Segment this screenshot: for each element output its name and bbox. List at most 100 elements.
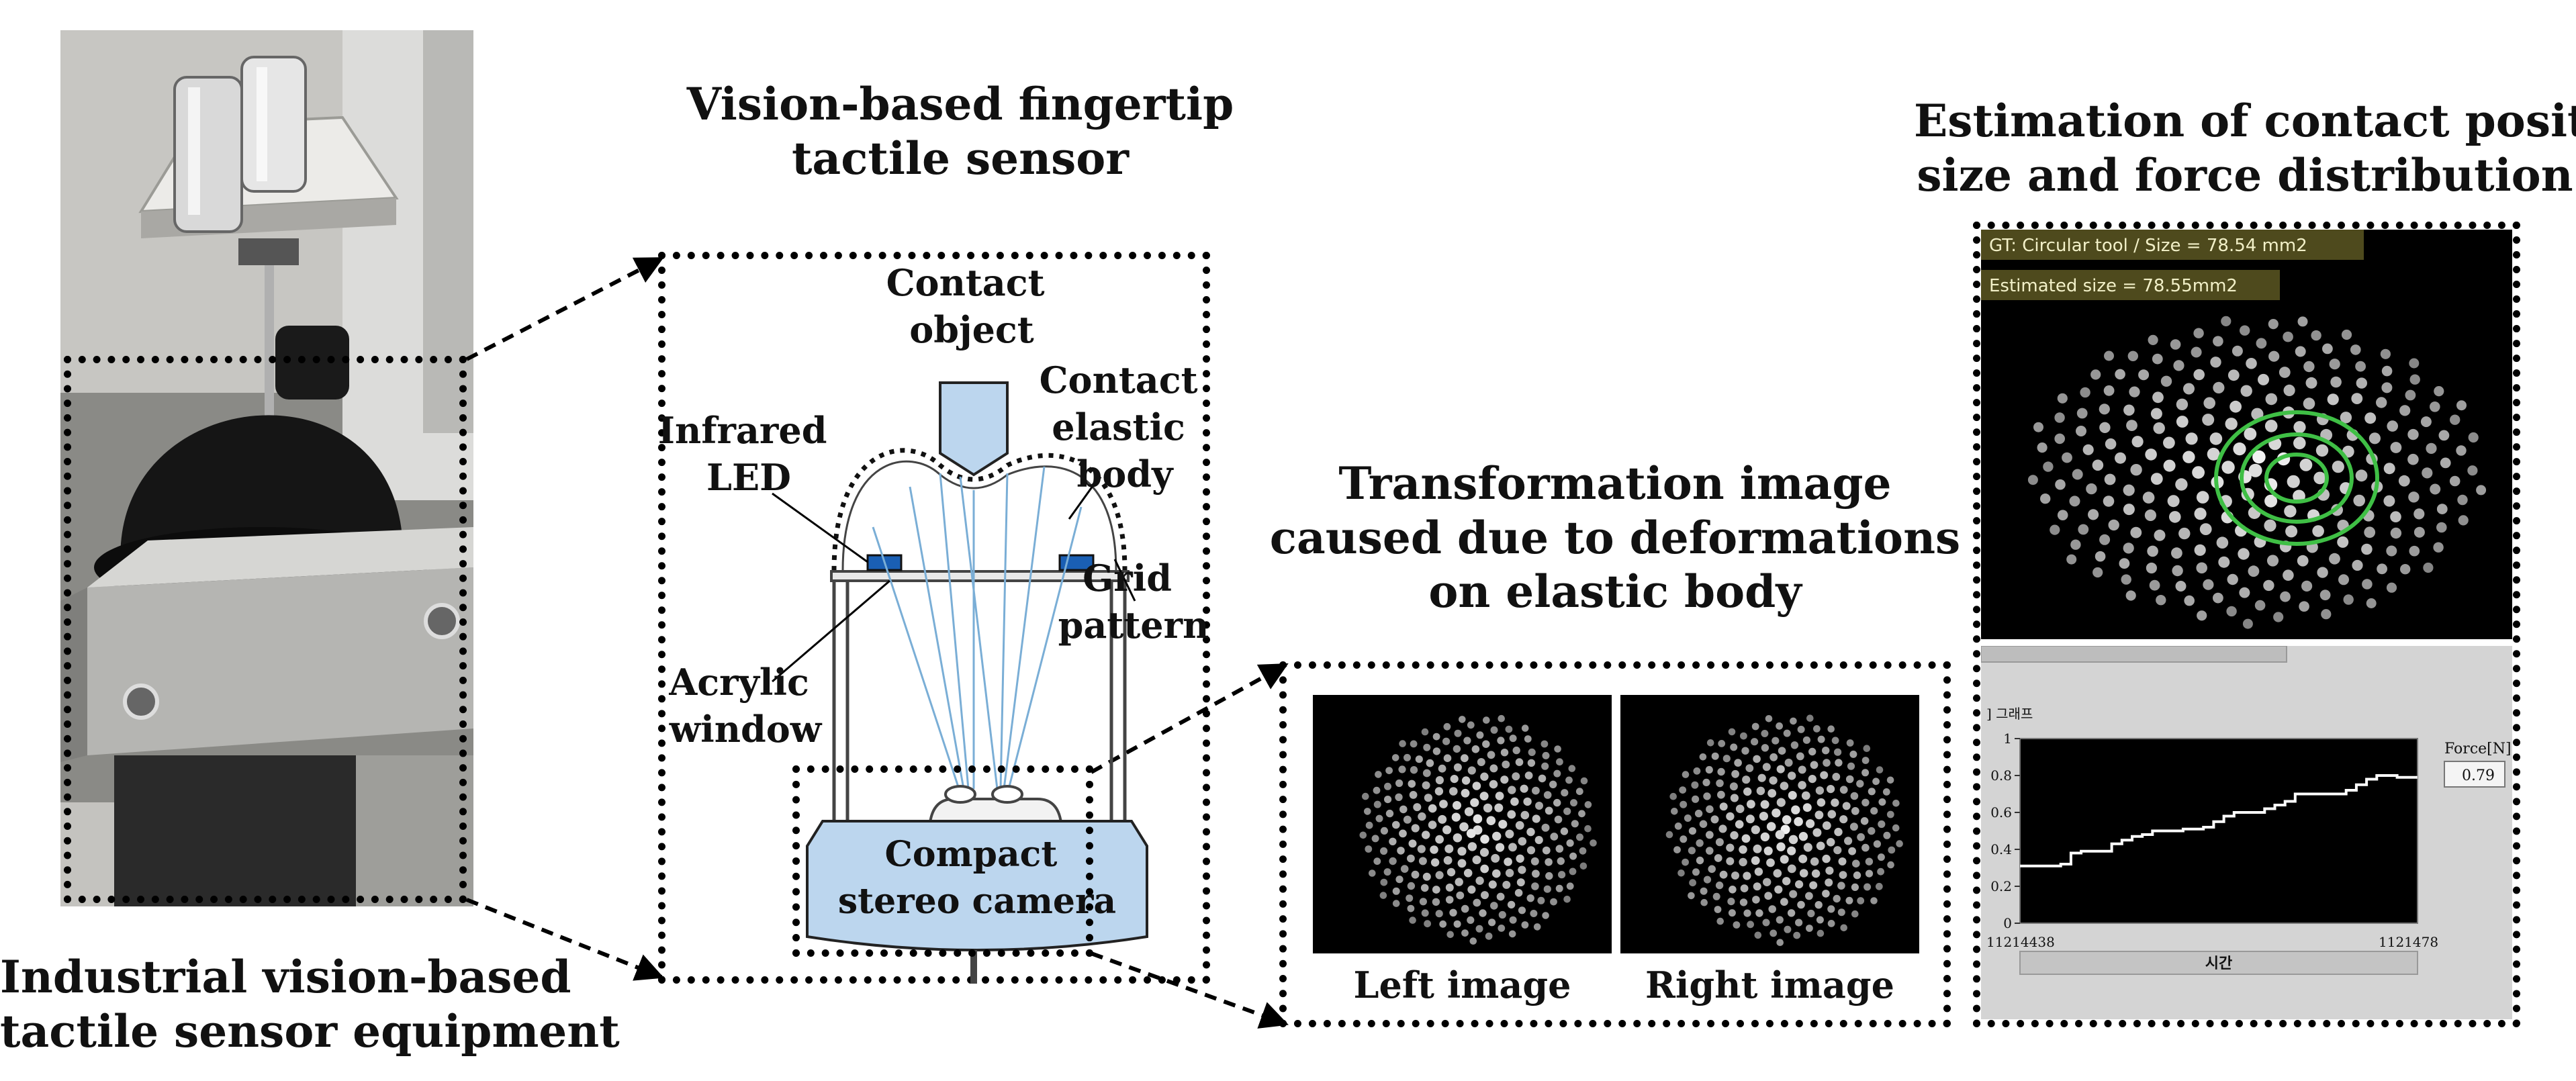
grid-dot (1489, 764, 1498, 773)
grid-dot (1838, 857, 1847, 865)
grid-dot (1806, 925, 1813, 932)
stereo-camera-lens-mount (928, 798, 1063, 824)
grid-dot (1756, 786, 1765, 796)
grid-dot (1443, 754, 1452, 762)
sensor-box (658, 252, 1210, 984)
grid-dot (2352, 559, 2363, 571)
grid-dot (1816, 841, 1825, 851)
grid-dot (1406, 894, 1414, 902)
grid-dot (2196, 491, 2209, 504)
grid-dot (1753, 844, 1762, 853)
grid-dot (2149, 579, 2160, 591)
grid-dot (1442, 737, 1451, 745)
grid-dot (1445, 883, 1454, 892)
grid-dot (1693, 767, 1701, 775)
grid-dot (2152, 353, 2163, 365)
grid-dot (1391, 754, 1399, 761)
grid-dot (1861, 757, 1870, 764)
force-series-line (2020, 774, 2418, 867)
grid-dot (1780, 898, 1788, 906)
contact-rings (2214, 410, 2379, 546)
grid-dot (1739, 857, 1747, 867)
grid-dot (1497, 737, 1505, 745)
grid-dot (2456, 445, 2467, 456)
grid-dot (1426, 759, 1434, 767)
grid-dot (1703, 876, 1712, 884)
grid-dot (1773, 869, 1782, 878)
grid-dot (2430, 402, 2440, 412)
contact-ring-3 (2214, 410, 2379, 546)
grid-dot (2440, 457, 2451, 469)
grid-dot (2319, 590, 2331, 601)
grid-dot (1385, 767, 1393, 774)
grid-dot (2193, 328, 2204, 338)
grid-dot (1528, 748, 1536, 756)
grid-dot (1450, 775, 1459, 784)
grid-dot (2251, 408, 2264, 420)
grid-dot (1563, 807, 1571, 815)
grid-dot (1526, 894, 1534, 902)
grid-dot (1861, 843, 1870, 852)
grid-dot (1837, 908, 1845, 916)
equipment-caption: Industrial vision-based tactile sensor e… (0, 950, 620, 1058)
grid-dot (2476, 485, 2487, 496)
grid-dot (2027, 475, 2038, 485)
grid-dot (1797, 900, 1805, 909)
grid-dot (1507, 900, 1516, 909)
grid-dot (1794, 816, 1803, 827)
grid-dot (1463, 869, 1473, 878)
grid-dot (2057, 510, 2068, 520)
grid-dot (2193, 369, 2205, 381)
grid-dot (1455, 878, 1463, 886)
grid-dot (1727, 898, 1735, 906)
grid-dot (2408, 491, 2420, 503)
grid-dot (1389, 857, 1397, 865)
grid-dot (1505, 869, 1514, 878)
y-axis-label: Force[N] (2444, 741, 2512, 757)
transform-caption-line-2: caused due to deformations (1269, 511, 1961, 564)
grid-dot (2163, 436, 2175, 449)
grid-dot (1680, 835, 1688, 843)
grid-dot (1475, 925, 1483, 933)
grid-dot (1740, 732, 1747, 740)
grid-dot (1870, 897, 1878, 904)
grid-dot (1521, 921, 1529, 929)
connector-camera-bottom (1090, 951, 1289, 1029)
grid-dot (1793, 931, 1801, 939)
grid-dot (1734, 759, 1742, 767)
grid-dot (1470, 798, 1479, 807)
grid-dot (1752, 896, 1760, 904)
grid-dot (1453, 763, 1462, 771)
grid-dot (1435, 910, 1443, 918)
grid-dot (1728, 909, 1736, 917)
grid-dot (1515, 820, 1524, 830)
label-acrylic-2: window (669, 708, 823, 751)
grid-dot (1486, 816, 1496, 825)
grid-dot (1833, 894, 1841, 903)
x-tick-start: 11214438 (1986, 934, 2055, 950)
grid-dot (2213, 592, 2223, 604)
grid-dot (2147, 545, 2158, 557)
grid-dot (1816, 916, 1824, 924)
grid-dot (1759, 812, 1768, 821)
grid-dot (1699, 753, 1707, 761)
grid-dot (2329, 359, 2340, 370)
grid-dot (2171, 547, 2182, 559)
right-image (1620, 695, 1919, 953)
grid-dot (1584, 825, 1592, 833)
y-tick-label: 0.4 (1990, 841, 2012, 857)
grid-dot (1491, 853, 1500, 863)
grid-dot (1798, 832, 1808, 841)
grid-dot (1767, 789, 1777, 798)
label-contact-object-2: object (909, 308, 1034, 351)
grid-dot (1787, 909, 1796, 917)
grid-dot (1861, 798, 1870, 806)
grid-dot (1566, 882, 1574, 890)
grid-dot (1516, 878, 1525, 887)
grid-dot (1835, 759, 1843, 767)
transform-box (1279, 661, 1951, 1027)
grid-dot (1443, 722, 1451, 731)
grid-dot (1446, 867, 1456, 877)
label-grid-2: pattern (1058, 604, 1209, 647)
grid-dot (2196, 562, 2207, 574)
